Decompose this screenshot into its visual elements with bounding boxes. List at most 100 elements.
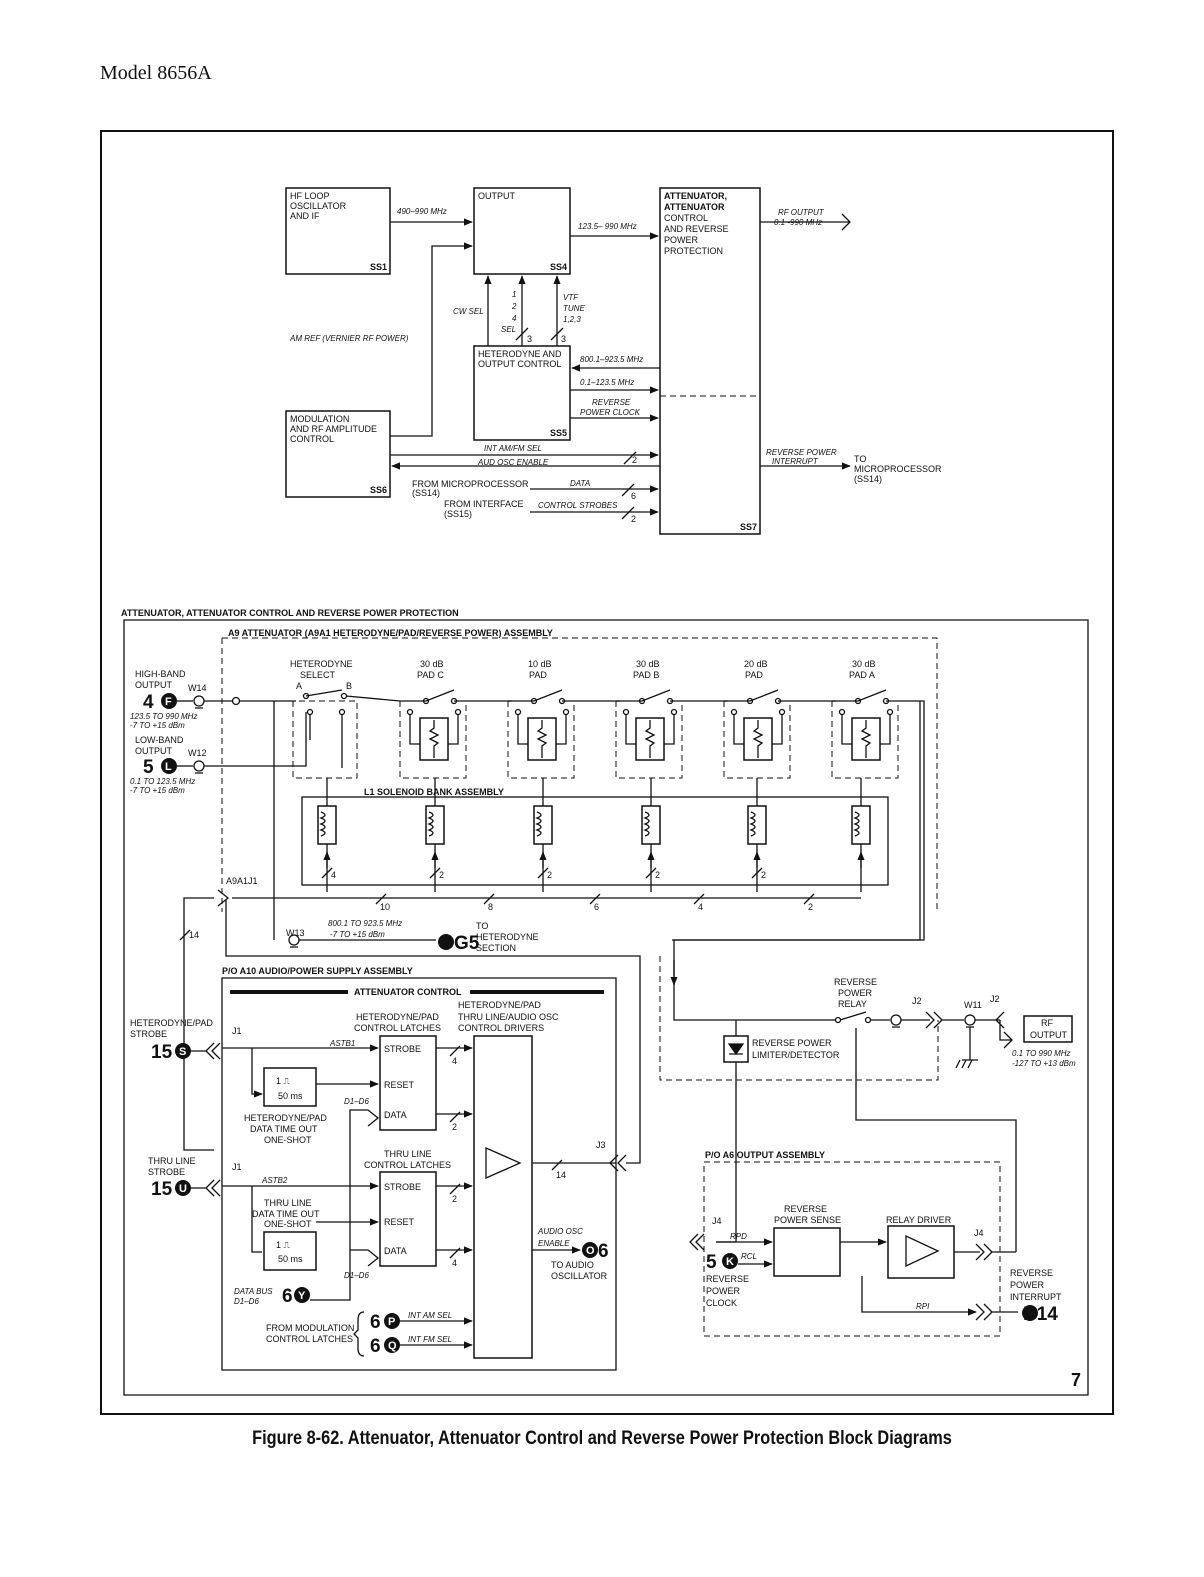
data-bus-2: D1–D6 [234,1297,259,1306]
thru-strobe-1: THRU LINE [148,1156,196,1166]
het-strobe-2: STROBE [130,1029,167,1039]
rev-clock-1b: REVERSE [706,1274,749,1284]
pad-c: 30 dB PAD C [399,659,512,779]
a6-title: P/O A6 OUTPUT ASSEMBLY [705,1150,825,1160]
aud-osc-2: ENABLE [538,1239,570,1248]
conn-6p-letter: P [388,1316,395,1328]
to-het-1: TO [476,921,488,931]
bus-num-2: 2 [808,902,813,912]
ss1-line-1: HF LOOP [290,191,330,201]
pad-10: 10 dB PAD [507,659,620,779]
data-bus-1: DATA BUS [234,1287,273,1296]
conn-5l: 5 [143,757,154,778]
ss4-title: OUTPUT [478,191,516,201]
conn-15u: 15 [151,1179,173,1200]
bus-pad-4: 2 [761,870,766,880]
solenoid-label: L1 SOLENOID BANK ASSEMBLY [364,787,504,797]
low-band-2: OUTPUT [135,746,173,756]
pad-4-line-2: PAD [745,670,763,680]
ss6-block [285,410,391,498]
a9-title: A9 ATTENUATOR (A9A1 HETERODYNE/PAD/REVER… [228,628,553,638]
j3: J3 [596,1140,606,1150]
pad-a: 30 dB PAD A [672,659,925,941]
rf-output-label: RF OUTPUT [778,208,825,217]
oneshot1-1: HETERODYNE/PAD [244,1113,327,1123]
high-band-1: HIGH-BAND [135,669,186,679]
strobe-2: STROBE [384,1182,421,1192]
rev-clock-1: REVERSE [592,398,631,407]
int-am-fm: INT AM/FM SEL [484,444,542,453]
ss7-line-2: ATTENUATOR [664,202,725,212]
relay-driver: RELAY DRIVER [886,1215,952,1225]
rf-output-2: OUTPUT [1030,1030,1068,1040]
ss1-block [285,187,391,275]
rev-sense-block [773,1227,841,1277]
oneshot2-3: ONE-SHOT [264,1219,312,1229]
latch-2 [379,1171,437,1267]
conn-5k: 5 [706,1252,717,1273]
conn-o6: 6 [598,1241,609,1262]
ss1-ref: SS1 [370,262,387,272]
bus-2b: 2 [631,514,636,524]
sig-490: 490–990 MHz [397,207,447,216]
conn-5k-letter: K [726,1256,734,1268]
to-audio-1: TO AUDIO [551,1260,594,1270]
conn-5l-letter: L [165,761,172,773]
rf-range-2: -127 TO +13 dBm [1012,1059,1076,1068]
sel-a: A [296,681,302,691]
ss6-line-2: AND RF AMPLITUDE [290,424,377,434]
conn-6q-letter: Q [388,1340,397,1352]
oneshot2-1: THRU LINE [264,1198,312,1208]
rev-relay-3: RELAY [838,999,867,1009]
conn-6q: 6 [370,1336,381,1357]
rev-int-3b: INTERRUPT [1010,1292,1062,1302]
pad-1-line-2: PAD C [417,670,444,680]
conn-o6-letter: O [586,1245,595,1257]
ss5-line-1: HETERODYNE AND [478,349,562,359]
bus-2a: 2 [632,455,637,465]
j1-a: J1 [232,1026,242,1036]
from-iface-2: (SS15) [444,509,472,519]
hb-range-1: 123.5 TO 990 MHz [130,712,197,721]
rev-sense-2: POWER SENSE [774,1215,841,1225]
cw-sel: CW SEL [453,307,484,316]
bus2-b: 2 [452,1194,457,1204]
j4-b: J4 [974,1228,984,1238]
rcl: RCL [741,1252,757,1261]
lb-range-1: 0.1 TO 123.5 MHz [130,777,195,786]
bus-3b: 3 [561,334,566,344]
j2-b: J2 [990,994,1000,1004]
conn-15u-letter: U [179,1183,187,1195]
pad-1-line-1: 30 dB [420,659,444,669]
conn-6p: 6 [370,1312,381,1333]
d1d6-a: D1–D6 [344,1097,369,1106]
astb2: ASTB2 [261,1176,288,1185]
oneshot2-2: DATA TIME OUT [252,1209,320,1219]
conn-15s: 15 [151,1042,173,1063]
rpi: RPI [916,1302,930,1311]
pad-3-line-1: 30 dB [636,659,660,669]
data-label: DATA [570,479,590,488]
from-micro-2: (SS14) [412,488,440,498]
sig-800: 800.1–923.5 MHz [580,355,643,364]
sig-1235: 123.5– 990 MHz [578,222,637,231]
ss6-line-3: CONTROL [290,434,334,444]
high-band-2: OUTPUT [135,680,173,690]
ss4-ref: SS4 [550,262,567,272]
j4-a: J4 [712,1216,722,1226]
pulse-2: 1 ⎍ [276,1240,291,1250]
bus2-a: 2 [452,1122,457,1132]
to-het-2: HETERODYNE [476,932,539,942]
pad-4-line-1: 20 dB [744,659,768,669]
a9a1j1: A9A1J1 [226,876,258,886]
vtf-2: TUNE [563,304,585,313]
driver-hdr-1: HETERODYNE/PAD [458,1000,541,1010]
latch-hdr-1: HETERODYNE/PAD [356,1012,439,1022]
ss7-line-5: POWER [664,235,699,245]
driver-hdr-2: THRU LINE/AUDIO OSC [458,1012,559,1022]
bus-num-4: 4 [698,902,703,912]
g5-range-2: -7 TO +15 dBm [330,930,385,939]
driver-block [473,1035,533,1359]
ss7-ref: SS7 [740,522,757,532]
pad-b: 30 dB PAD B [615,659,728,779]
